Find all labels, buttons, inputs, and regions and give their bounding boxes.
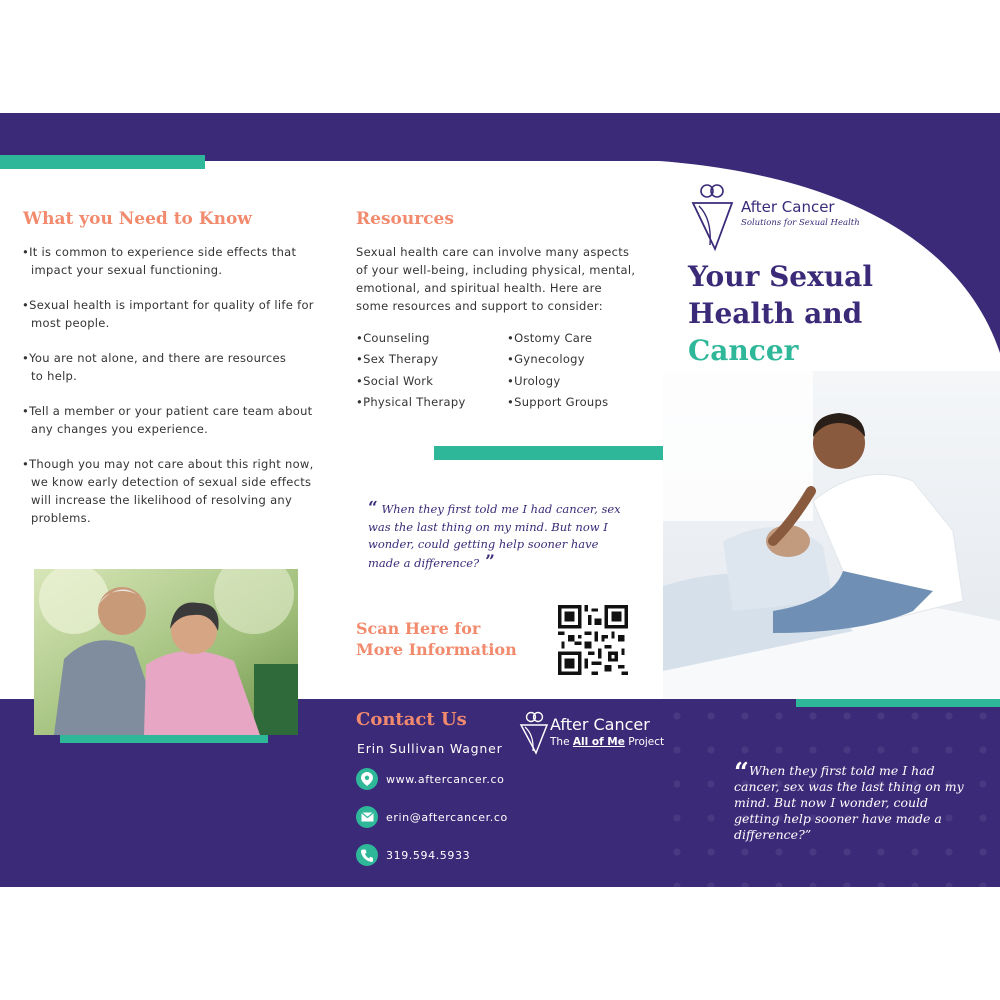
top-right-curve	[580, 113, 1000, 353]
scan-heading-line: More Information	[356, 640, 517, 659]
teal-accent-bar	[0, 155, 205, 169]
back-quote-text: When they first told me I had cancer, se…	[734, 763, 964, 842]
scan-heading-line: Scan Here for	[356, 619, 481, 638]
contact-heading: Contact Us	[356, 709, 467, 730]
project-prefix: The	[550, 736, 573, 748]
need-to-know-bullet: Tell a member or your patient care team …	[22, 402, 316, 438]
envelope-icon	[356, 806, 378, 828]
need-to-know-bullet: Though you may not care about this right…	[22, 455, 316, 527]
resource-item: Urology	[507, 372, 560, 390]
logo-brand-name: After Cancer	[550, 715, 650, 734]
need-to-know-bullet: It is common to experience side effects …	[22, 243, 316, 279]
resource-item: Sex Therapy	[356, 350, 438, 368]
couple-cover-photo	[663, 371, 1000, 699]
need-to-know-heading: What you Need to Know	[23, 209, 252, 229]
brochure: What you Need to Know It is common to ex…	[0, 113, 1000, 887]
resources-heading: Resources	[356, 209, 454, 229]
logo-tagline: Solutions for Sexual Health	[741, 218, 860, 228]
resource-item: Social Work	[356, 372, 433, 390]
project-suffix: Project	[624, 736, 665, 748]
logo-brand-name: After Cancer	[741, 198, 835, 216]
resource-item: Support Groups	[507, 393, 608, 411]
resource-item: Physical Therapy	[356, 393, 466, 411]
need-to-know-bullet: You are not alone, and there are resourc…	[22, 349, 291, 385]
location-pin-icon	[356, 768, 378, 790]
resource-item: Gynecology	[507, 350, 585, 368]
phone-icon	[356, 844, 378, 866]
cover-title-line: Health and	[688, 297, 863, 330]
qr-code[interactable]	[558, 605, 628, 675]
logo-project-name: The All of Me Project	[550, 736, 664, 748]
contact-website-row[interactable]: www.aftercancer.co	[356, 768, 504, 790]
back-quote: “When they first told me I had cancer, s…	[734, 760, 972, 843]
older-couple-photo	[34, 569, 298, 735]
contact-email-row[interactable]: erin@aftercancer.co	[356, 806, 508, 828]
after-cancer-project-logo: After Cancer The All of Me Project	[519, 711, 664, 759]
need-to-know-bullet: Sexual health is important for quality o…	[22, 296, 316, 332]
background-pattern	[660, 699, 1000, 887]
resources-intro: Sexual health care can involve many aspe…	[356, 245, 636, 313]
after-cancer-logo: After Cancer Solutions for Sexual Health	[690, 183, 890, 255]
cover-title: Your Sexual Health and Cancer	[688, 258, 873, 369]
quote-mark-icon: “	[368, 498, 378, 518]
contact-email[interactable]: erin@aftercancer.co	[386, 810, 508, 824]
cover-title-accent: Cancer	[688, 334, 799, 367]
patient-quote: “ When they first told me I had cancer, …	[368, 498, 628, 572]
after-cancer-logo-mark-icon	[519, 711, 549, 755]
scan-heading: Scan Here for More Information	[356, 618, 517, 660]
quote-close-mark-icon: ”	[479, 551, 495, 572]
after-cancer-logo-mark-icon	[691, 184, 734, 252]
patient-quote-text: When they first told me I had cancer, se…	[368, 502, 621, 570]
resource-item: Ostomy Care	[507, 329, 592, 347]
resource-item: Counseling	[356, 329, 430, 347]
contact-website[interactable]: www.aftercancer.co	[386, 772, 505, 786]
contact-name: Erin Sullivan Wagner	[357, 741, 503, 756]
cover-title-line: Your Sexual	[688, 260, 873, 293]
teal-accent-bar	[434, 446, 663, 460]
contact-phone-row[interactable]: 319.594.5933	[356, 844, 470, 866]
contact-phone[interactable]: 319.594.5933	[386, 848, 471, 862]
project-bold: All of Me	[572, 736, 625, 748]
